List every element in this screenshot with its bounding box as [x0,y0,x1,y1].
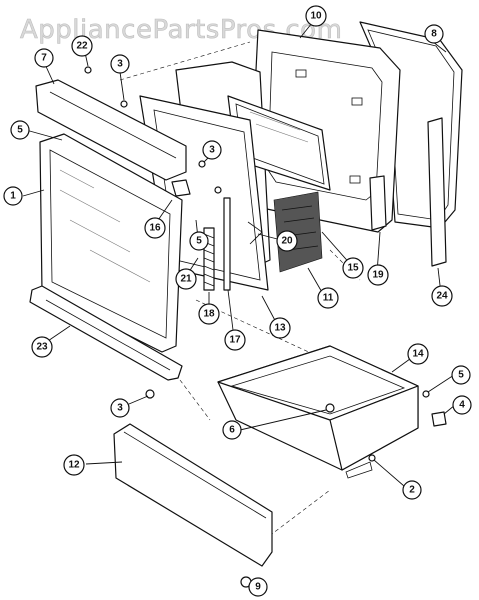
callout-11: 11 [317,287,339,309]
door-top-trim [35,79,187,181]
outer-door-glass [39,133,183,353]
hinge-hook [247,221,263,245]
door-side-trim [427,117,447,267]
svg-text:8: 8 [431,29,437,40]
callout-2: 2 [402,480,422,500]
svg-text:9: 9 [255,582,261,593]
callout-4: 4 [452,395,472,415]
callout-22: 22 [71,35,93,57]
svg-text:7: 7 [41,53,47,64]
svg-text:3: 3 [209,145,215,156]
callout-6: 6 [222,420,242,440]
hardware-screws [84,66,447,588]
svg-text:24: 24 [436,291,448,302]
callout-17: 17 [224,329,246,351]
callout-7: 7 [34,48,54,68]
hinge-rod [223,197,231,291]
svg-text:6: 6 [229,425,235,436]
callout-16: 16 [144,217,166,239]
svg-text:4: 4 [459,400,465,411]
svg-text:3: 3 [117,59,123,70]
svg-text:3: 3 [117,403,123,414]
svg-text:21: 21 [180,274,192,285]
callout-3-top: 3 [110,54,130,74]
callout-12: 12 [63,454,85,476]
svg-text:23: 23 [36,342,48,353]
callout-19: 19 [367,264,389,286]
drawer-front-panel [113,423,273,567]
callout-8: 8 [424,24,444,44]
svg-text:20: 20 [281,236,293,247]
callout-14: 14 [407,343,429,365]
door-bottom-trim [29,285,183,381]
callout-9: 9 [248,577,268,597]
callout-3-mid: 3 [202,140,222,160]
svg-text:11: 11 [323,293,334,304]
callout-24: 24 [431,285,453,307]
hinge-spring [203,227,215,291]
svg-text:12: 12 [68,460,80,471]
latch-bracket [369,175,387,231]
callout-20: 20 [276,230,298,252]
trim-clip [171,179,191,197]
callout-5-right: 5 [451,365,471,385]
callout-21: 21 [175,268,197,290]
svg-text:10: 10 [310,11,322,22]
callout-1: 1 [3,186,23,206]
svg-text:1: 1 [10,191,16,202]
svg-text:17: 17 [229,335,241,346]
svg-text:19: 19 [372,270,384,281]
svg-text:2: 2 [409,485,415,496]
svg-text:16: 16 [149,223,161,234]
svg-text:5: 5 [458,370,464,381]
svg-text:22: 22 [76,41,88,52]
callout-15: 15 [342,257,364,279]
callout-10: 10 [305,5,327,27]
callout-5-left: 5 [10,120,30,140]
callout-18: 18 [198,303,220,325]
callout-3-bottom: 3 [110,398,130,418]
callout-5-mid: 5 [189,231,209,251]
svg-text:5: 5 [196,236,202,247]
svg-text:15: 15 [347,263,359,274]
svg-text:5: 5 [17,125,23,136]
callout-23: 23 [31,336,53,358]
storage-drawer [217,345,419,479]
callout-13: 13 [269,317,291,339]
svg-text:13: 13 [274,323,286,334]
svg-text:18: 18 [203,309,215,320]
svg-text:14: 14 [412,349,424,360]
